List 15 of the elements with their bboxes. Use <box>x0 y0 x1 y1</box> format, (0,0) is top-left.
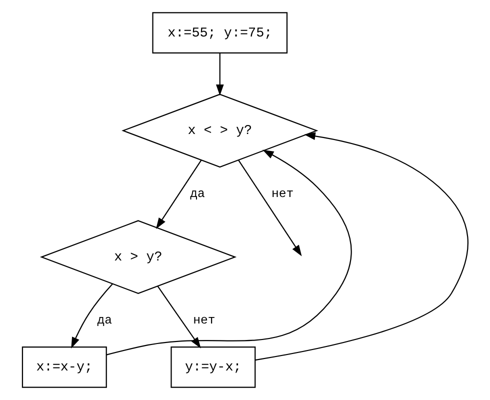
arrow <box>70 284 112 348</box>
edge-label: нет <box>192 313 215 328</box>
edge-label: да <box>190 186 204 201</box>
node-box: y:=y-x; <box>170 346 256 388</box>
node-box: x:=x-y; <box>21 346 106 388</box>
arrow <box>106 150 352 356</box>
node-diamond: x > y? <box>39 220 236 294</box>
arrow <box>215 53 224 96</box>
node-box: x:=55; y:=75; <box>152 12 288 54</box>
node-diamond: x < > y? <box>121 94 318 168</box>
edge-label: нет <box>270 186 294 201</box>
arrow <box>155 160 202 229</box>
arrow <box>254 132 468 361</box>
edge-label: да <box>96 313 112 328</box>
arrow <box>238 160 302 256</box>
